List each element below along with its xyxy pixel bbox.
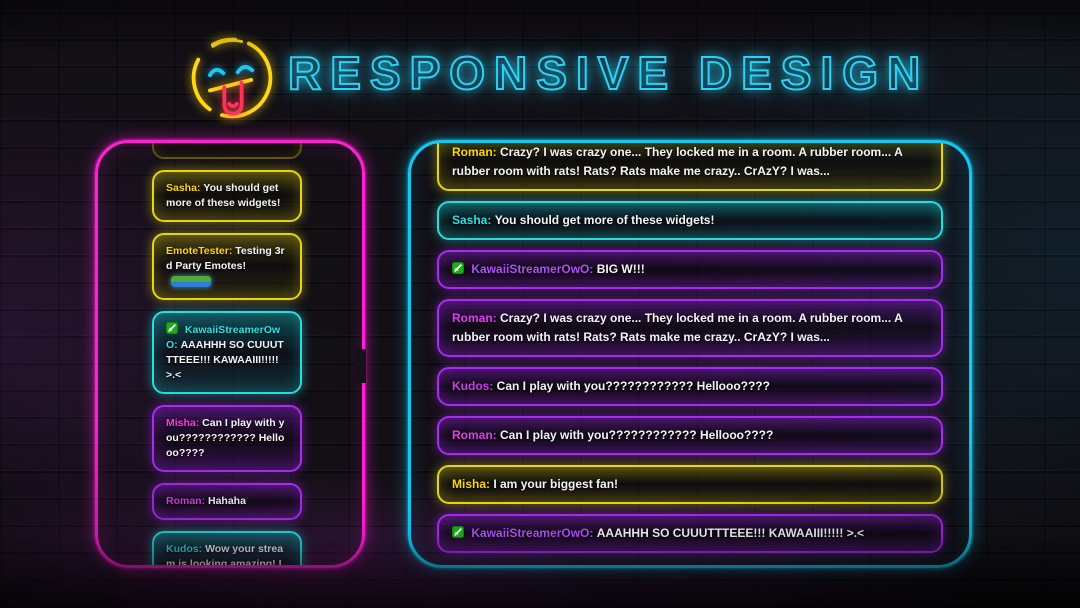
chat-username: Kudos: [452, 379, 497, 393]
mobile-chat-message-list: Sasha: You should get more of these widg… [152, 143, 302, 565]
desktop-chat-message-list: Roman: Crazy? I was crazy one... They lo… [437, 143, 943, 553]
chat-message-bubble: KawaiiStreamerOwO: BIG W!!! [437, 250, 943, 289]
chat-message-bubble: Kudos: Wow your stream is looking amazin… [152, 531, 302, 565]
clipped-message-bubble [152, 143, 302, 159]
chat-message-bubble: Misha: Can I play with you???????????? H… [152, 405, 302, 472]
chat-message-bubble: Roman: Crazy? I was crazy one... They lo… [437, 299, 943, 357]
chat-username: Sasha: [452, 213, 495, 227]
chat-message-bubble: Roman: Crazy? I was crazy one... They lo… [437, 143, 943, 191]
chat-username: KawaiiStreamerOwO: [471, 526, 597, 540]
chat-username: Misha: [166, 417, 203, 429]
chat-username: Roman: [166, 495, 208, 507]
chat-message-bubble: Roman: Hahaha [152, 483, 302, 520]
chat-message-bubble: Misha: I am your biggest fan! [437, 465, 943, 504]
chat-message-text: AAAHHH SO CUUUTTTEEE!!! KAWAAIII!!!!! >.… [166, 339, 284, 381]
chat-message-text: Crazy? I was crazy one... They locked me… [452, 311, 903, 344]
moderator-badge-icon [166, 322, 178, 334]
neon-tube-break [355, 349, 366, 383]
chat-message-text: Can I play with you???????????? Hellooo?… [496, 379, 770, 393]
mobile-chat-panel: Sasha: You should get more of these widg… [95, 140, 365, 568]
chat-username: EmoteTester: [166, 245, 236, 257]
desktop-chat-panel: Roman: Crazy? I was crazy one... They lo… [408, 140, 972, 568]
chat-message-bubble: KawaiiStreamerOwO: AAAHHH SO CUUUTTTEEE!… [437, 514, 943, 553]
moderator-badge-icon [452, 526, 464, 538]
chat-message-bubble: Roman: Can I play with you???????????? H… [437, 416, 943, 455]
moderator-badge-icon [452, 262, 464, 274]
chat-message-bubble: KawaiiStreamerOwO: AAAHHH SO CUUUTTTEEE!… [152, 311, 302, 394]
chat-message-text: Hahaha [208, 495, 246, 507]
zany-face-icon [191, 37, 273, 119]
chat-message-text: You should get more of these widgets! [494, 213, 715, 227]
chat-message-text: Crazy? I was crazy one... They locked me… [452, 145, 903, 178]
chat-message-text: AAAHHH SO CUUUTTTEEE!!! KAWAAIII!!!!! >.… [596, 526, 865, 540]
chat-message-text: BIG W!!! [596, 262, 645, 276]
chat-username: Misha: [452, 477, 494, 491]
chat-message-bubble: Sasha: You should get more of these widg… [152, 170, 302, 222]
chat-username: Sasha: [166, 182, 204, 194]
chat-username: Roman: [452, 311, 500, 325]
chat-username: Roman: [452, 145, 500, 159]
chat-message-bubble: EmoteTester: Testing 3rd Party Emotes! [152, 233, 302, 300]
frog-emote-image [170, 274, 212, 288]
page-title: RESPONSIVE DESIGN [287, 46, 930, 100]
chat-message-bubble: Kudos: Can I play with you???????????? H… [437, 367, 943, 406]
chat-message-bubble: Sasha: You should get more of these widg… [437, 201, 943, 240]
chat-message-text: Can I play with you???????????? Hellooo?… [500, 428, 774, 442]
chat-message-text: I am your biggest fan! [493, 477, 619, 491]
chat-username: KawaiiStreamerOwO: [471, 262, 597, 276]
chat-username: Kudos: [166, 543, 206, 555]
chat-username: Roman: [452, 428, 500, 442]
